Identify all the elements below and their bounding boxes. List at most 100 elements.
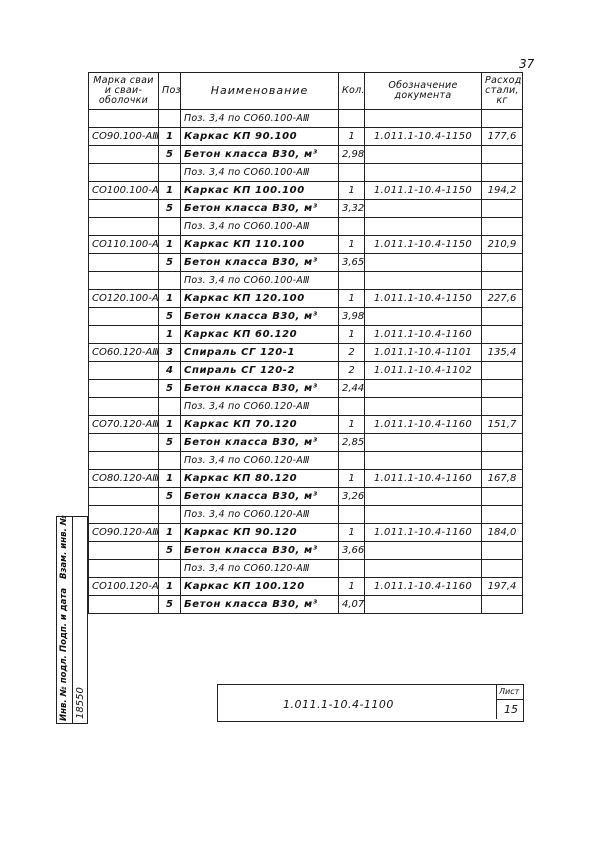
header-pos: Поз. (158, 72, 181, 110)
row-mass (481, 361, 523, 380)
row-mass (481, 253, 523, 272)
header-doc: Обозначение документа (364, 72, 482, 110)
row-qty: 3,98 (338, 307, 365, 326)
row-qty (338, 451, 365, 470)
row-mark (88, 109, 159, 128)
header-mass: Расход стали, кг (481, 72, 523, 110)
row-name: Спираль СГ 120-2 (180, 361, 339, 380)
row-pos (158, 163, 181, 182)
row-name: Поз. 3,4 по СО60.120-АⅢ (180, 505, 339, 524)
sheet-divider (497, 699, 523, 700)
row-doc: 1.011.1-10.4-1160 (364, 577, 482, 596)
row-mark: СО120.100-АⅢ (88, 289, 159, 308)
row-pos: 5 (158, 541, 181, 560)
header-qty: Кол. (338, 72, 365, 110)
row-mass (481, 559, 523, 578)
row-mark (88, 145, 159, 164)
row-mark (88, 379, 159, 398)
row-mark: СО110.100-АⅢ (88, 235, 159, 254)
sheet-number: 15 (504, 703, 518, 716)
row-doc (364, 595, 482, 614)
row-doc (364, 271, 482, 290)
row-pos: 1 (158, 577, 181, 596)
row-pos (158, 271, 181, 290)
row-mass (481, 163, 523, 182)
row-pos: 1 (158, 415, 181, 434)
sheet-label: Лист (499, 687, 520, 696)
row-mark: СО80.120-АⅢ (88, 469, 159, 488)
row-pos: 5 (158, 145, 181, 164)
row-qty: 1 (338, 127, 365, 146)
row-pos (158, 217, 181, 236)
row-pos: 5 (158, 379, 181, 398)
row-name: Поз. 3,4 по СО60.100-АⅢ (180, 163, 339, 182)
row-pos: 1 (158, 325, 181, 344)
row-doc (364, 217, 482, 236)
row-name: Бетон класса В30, м³ (180, 595, 339, 614)
row-pos: 5 (158, 199, 181, 218)
row-name: Спираль СГ 120-1 (180, 343, 339, 362)
row-qty (338, 163, 365, 182)
row-doc (364, 487, 482, 506)
row-mark: СО70.120-АⅢ (88, 415, 159, 434)
table-row: Поз. 3,4 по СО60.100-АⅢ (88, 217, 523, 236)
row-mass (481, 595, 523, 614)
row-name: Бетон класса В30, м³ (180, 253, 339, 272)
row-pos: 4 (158, 361, 181, 380)
row-mass (481, 487, 523, 506)
row-name: Каркас КП 60.120 (180, 325, 339, 344)
row-mass (481, 145, 523, 164)
row-pos: 1 (158, 181, 181, 200)
sheet-cell: Лист 15 (496, 685, 523, 719)
row-mark (88, 217, 159, 236)
row-qty: 1 (338, 289, 365, 308)
row-name: Поз. 3,4 по СО60.120-АⅢ (180, 451, 339, 470)
row-mass (481, 325, 523, 344)
row-name: Бетон класса В30, м³ (180, 487, 339, 506)
row-mark (88, 487, 159, 506)
row-pos (158, 559, 181, 578)
row-mass: 210,9 (481, 235, 523, 254)
document-code: 1.011.1-10.4-1100 (283, 698, 394, 711)
row-mass (481, 451, 523, 470)
row-qty: 2 (338, 343, 365, 362)
row-doc: 1.011.1-10.4-1160 (364, 469, 482, 488)
row-mass (481, 199, 523, 218)
row-mass (481, 217, 523, 236)
row-doc: 1.011.1-10.4-1150 (364, 181, 482, 200)
row-qty: 1 (338, 415, 365, 434)
row-mark (88, 325, 159, 344)
side-label-inv-no: Инв. № подл. (59, 655, 69, 721)
row-qty: 1 (338, 235, 365, 254)
row-mass: 197,4 (481, 577, 523, 596)
row-qty (338, 217, 365, 236)
specification-table: Марка сваи и сваи-оболочки Поз. Наименов… (88, 72, 523, 614)
row-mass (481, 271, 523, 290)
row-qty: 3,26 (338, 487, 365, 506)
row-pos (158, 505, 181, 524)
row-doc (364, 559, 482, 578)
row-name: Каркас КП 90.120 (180, 523, 339, 542)
row-mark: СО100.100-АⅢ (88, 181, 159, 200)
row-qty: 2,98 (338, 145, 365, 164)
row-pos (158, 451, 181, 470)
row-mass: 177,6 (481, 127, 523, 146)
row-mark (88, 433, 159, 452)
table-row: Поз. 3,4 по СО60.120-АⅢ (88, 559, 523, 578)
row-doc (364, 451, 482, 470)
row-mass (481, 307, 523, 326)
row-mass (481, 379, 523, 398)
row-mass (481, 397, 523, 416)
row-name: Бетон класса В30, м³ (180, 541, 339, 560)
row-name: Поз. 3,4 по СО60.100-АⅢ (180, 109, 339, 128)
row-name: Поз. 3,4 по СО60.100-АⅢ (180, 217, 339, 236)
row-doc (364, 253, 482, 272)
